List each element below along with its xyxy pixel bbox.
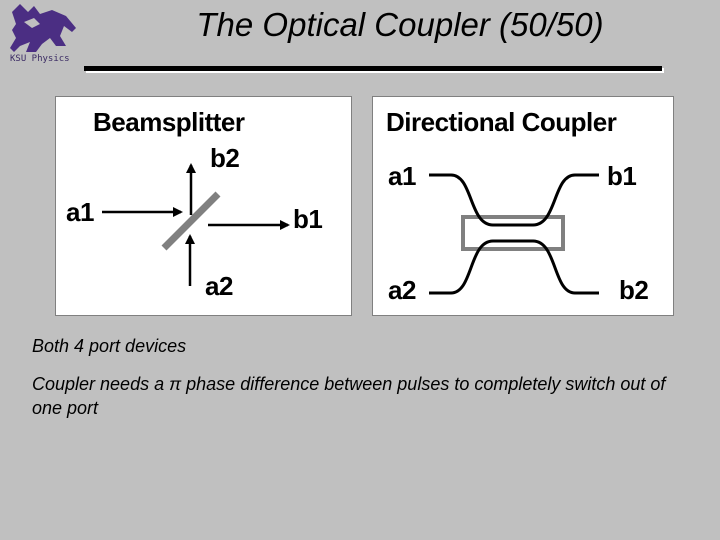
upper-waveguide — [429, 173, 599, 227]
coupling-region — [461, 215, 565, 251]
title-underline — [84, 66, 662, 71]
directional-coupler-panel: Directional Coupler a1 b1 a2 b2 — [372, 96, 674, 316]
label-coupler-a2: a2 — [388, 275, 416, 305]
lower-waveguide — [429, 239, 599, 295]
directional-coupler-heading: Directional Coupler — [386, 107, 617, 137]
note-phase-difference: Coupler needs a π phase difference betwe… — [32, 374, 666, 418]
wildcat-logo-icon: KSU Physics — [6, 2, 84, 68]
label-coupler-b2: b2 — [619, 275, 649, 305]
beamsplitter-heading: Beamsplitter — [93, 107, 245, 137]
slide-title: The Optical Coupler (50/50) — [196, 6, 604, 43]
label-b2: b2 — [210, 143, 240, 173]
label-coupler-b1: b1 — [607, 161, 637, 191]
label-coupler-a1: a1 — [388, 161, 416, 191]
splitter-plate — [161, 191, 221, 251]
label-b1: b1 — [293, 204, 323, 234]
label-a1: a1 — [66, 197, 94, 227]
logo-text: KSU Physics — [10, 54, 70, 64]
beamsplitter-diagram — [161, 163, 290, 251]
label-a2: a2 — [205, 271, 233, 301]
directional-coupler-diagram — [429, 173, 599, 295]
beamsplitter-panel: Beamsplitter b2 a2 — [55, 96, 352, 316]
note-four-port: Both 4 port devices — [32, 336, 187, 356]
